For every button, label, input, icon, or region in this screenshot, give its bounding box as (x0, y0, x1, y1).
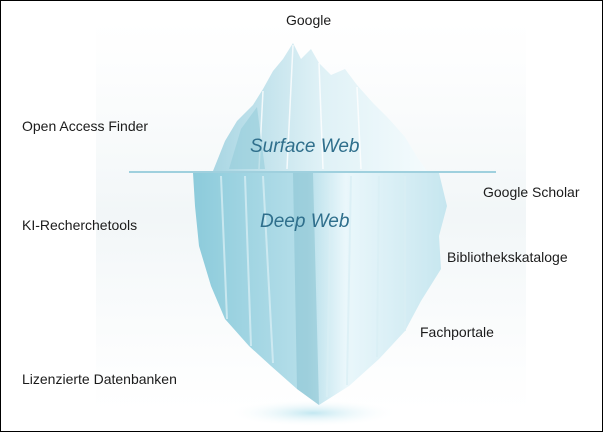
zone-label-surface-web: Surface Web (250, 136, 360, 157)
label-fachportale: Fachportale (420, 324, 494, 340)
iceberg-underwater (193, 173, 447, 405)
zone-label-deep-web: Deep Web (260, 211, 350, 232)
label-ki-recherchetools: KI-Recherchetools (22, 217, 138, 233)
label-open-access-finder: Open Access Finder (22, 118, 149, 134)
label-lizenzierte-datenbanken: Lizenzierte Datenbanken (22, 371, 177, 387)
label-google: Google (286, 12, 332, 28)
above-water-shadow (229, 107, 265, 169)
bottom-glow (228, 399, 398, 427)
label-bibliothekskataloge: Bibliothekskataloge (447, 249, 568, 265)
underwater-shadow (293, 173, 319, 405)
underwater-facets (220, 175, 406, 398)
label-google-scholar: Google Scholar (483, 184, 580, 200)
